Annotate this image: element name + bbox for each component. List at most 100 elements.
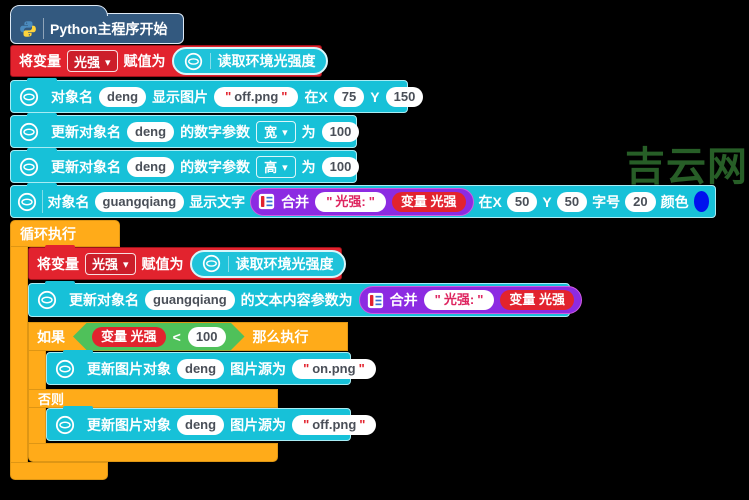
if-block-header[interactable]: 如果 变量 光强 < 100 那么执行 xyxy=(28,322,348,351)
threshold-value: 100 xyxy=(195,328,218,344)
object-name-input[interactable]: deng xyxy=(127,156,175,177)
variable-reporter[interactable]: 变量 光强 xyxy=(391,191,466,212)
object-name-value: deng xyxy=(185,360,217,376)
close-quote: " xyxy=(368,193,375,209)
forever-loop-arm xyxy=(10,247,28,462)
object-oval-icon xyxy=(184,52,203,71)
param-dropdown[interactable]: 宽 xyxy=(256,120,296,143)
y-label: Y xyxy=(370,88,380,105)
reporter-label: 读取环境光强度 xyxy=(235,255,334,272)
object-name-value: deng xyxy=(107,88,139,104)
update-object-label: 更新对象名 xyxy=(69,292,139,308)
y-input[interactable]: 50 xyxy=(556,191,588,212)
reporter-label: 读取环境光强度 xyxy=(217,53,316,69)
object-name-value: guangqiang xyxy=(102,193,177,209)
value: 100 xyxy=(329,123,352,139)
divider xyxy=(43,18,44,39)
open-quote: " xyxy=(225,88,232,104)
object-name-input[interactable]: deng xyxy=(127,121,175,142)
x-value: 75 xyxy=(341,88,357,104)
image-file-input[interactable]: "on.png" xyxy=(292,358,376,379)
set-number-param-height-block[interactable]: 更新对象名 deng 的数字参数 高 为 100 xyxy=(10,148,360,183)
open-quote: " xyxy=(303,416,310,432)
image-file-input[interactable]: "off.png" xyxy=(292,414,377,435)
variable-reporter-label: 变量 光强 xyxy=(400,193,457,209)
image-source-label: 图片源为 xyxy=(230,360,287,377)
update-image-label: 更新图片对象 xyxy=(87,360,171,377)
value-input[interactable]: 100 xyxy=(321,156,360,177)
value-input[interactable]: 100 xyxy=(321,121,360,142)
variable-dropdown[interactable]: 光强 xyxy=(67,50,118,72)
forever-loop-header[interactable]: 循环执行 xyxy=(10,220,120,247)
variable-reporter[interactable]: 变量 光强 xyxy=(500,290,574,310)
read-light-sensor-reporter[interactable]: 读取环境光强度 xyxy=(189,249,346,278)
color-swatch[interactable] xyxy=(693,191,709,212)
if-label: 如果 xyxy=(37,328,65,345)
divider xyxy=(227,255,229,272)
condition-variable-label: 变量 光强 xyxy=(101,328,157,344)
update-object-label: 更新对象名 xyxy=(51,158,121,175)
forever-loop-bottom xyxy=(10,462,108,480)
update-image-label: 更新图片对象 xyxy=(87,416,171,433)
y-input[interactable]: 150 xyxy=(385,86,424,107)
show-text-block[interactable]: 对象名 guangqiang 显示文字 合并 "光强: " 变量 光强 在X 5… xyxy=(10,183,716,218)
param-dropdown[interactable]: 高 xyxy=(256,155,296,178)
condition-variable-reporter[interactable]: 变量 光强 xyxy=(92,327,166,347)
y-value: 150 xyxy=(393,88,416,104)
object-name-input[interactable]: deng xyxy=(177,358,225,379)
update-text-content-block[interactable]: 更新对象名 guangqiang 的文本内容参数为 合并 "光强: " 变量 光… xyxy=(28,281,582,317)
less-than-operator: < xyxy=(172,328,181,345)
number-param-label: 的数字参数 xyxy=(180,158,251,175)
join-string-input[interactable]: "光强: " xyxy=(423,290,495,310)
join-string-input[interactable]: "光强: " xyxy=(315,191,386,212)
to-label: 为 xyxy=(301,158,316,175)
font-size-input[interactable]: 20 xyxy=(625,191,656,212)
join-string-value: 光强: xyxy=(335,193,366,209)
less-than-condition[interactable]: 变量 光强 < 100 xyxy=(73,323,245,351)
set-variable-prefix-label: 将变量 xyxy=(19,53,61,69)
open-quote: " xyxy=(326,193,333,209)
update-image-off-block[interactable]: 更新图片对象 deng 图片源为 "off.png" xyxy=(46,406,377,441)
object-name-label: 对象名 xyxy=(51,88,93,105)
object-name-value: deng xyxy=(185,416,217,432)
variable-dropdown[interactable]: 光强 xyxy=(85,252,136,275)
threshold-input[interactable]: 100 xyxy=(188,327,226,347)
param-value: 高 xyxy=(264,160,278,175)
object-name-input[interactable]: deng xyxy=(99,86,147,107)
image-file-value: on.png xyxy=(312,360,356,376)
close-quote: " xyxy=(281,88,288,104)
join-label: 合并 xyxy=(389,292,418,308)
object-name-label: 对象名 xyxy=(47,193,90,210)
update-image-on-block[interactable]: 更新图片对象 deng 图片源为 "on.png" xyxy=(46,350,376,385)
set-number-param-width-block[interactable]: 更新对象名 deng 的数字参数 宽 为 100 xyxy=(10,113,360,148)
show-image-block[interactable]: 对象名 deng 显示图片 "off.png" 在X 75 Y 150 xyxy=(10,78,424,113)
divider xyxy=(42,190,43,213)
set-variable-prefix-label: 将变量 xyxy=(37,255,79,272)
object-name-input[interactable]: guangqiang xyxy=(145,290,235,310)
read-light-sensor-reporter[interactable]: 读取环境光强度 xyxy=(171,47,328,75)
object-name-input[interactable]: deng xyxy=(177,414,225,435)
close-quote: " xyxy=(477,292,484,307)
join-reporter[interactable]: 合并 "光强: " 变量 光强 xyxy=(250,187,474,216)
x-input[interactable]: 50 xyxy=(506,191,538,212)
y-label: Y xyxy=(542,193,552,210)
object-oval-icon xyxy=(55,415,75,435)
document-lines-icon xyxy=(258,193,275,210)
object-oval-icon xyxy=(19,122,39,142)
close-quote: " xyxy=(358,360,365,376)
x-input[interactable]: 75 xyxy=(333,86,365,107)
image-source-label: 图片源为 xyxy=(230,416,287,433)
variable-reporter-label: 变量 光强 xyxy=(509,292,565,307)
hat-block-python-start[interactable]: Python主程序开始 xyxy=(10,5,184,44)
object-name-input[interactable]: guangqiang xyxy=(94,191,185,212)
python-icon xyxy=(19,20,37,38)
set-variable-block-loop[interactable]: 将变量 光强 赋值为 读取环境光强度 xyxy=(28,245,346,280)
chevron-down-icon xyxy=(123,256,129,271)
else-bar[interactable]: 否则 xyxy=(28,389,278,408)
object-oval-icon xyxy=(19,157,39,177)
join-reporter[interactable]: 合并 "光强: " 变量 光强 xyxy=(358,286,582,314)
set-variable-block[interactable]: 将变量 光强 赋值为 读取环境光强度 xyxy=(10,45,328,77)
image-file-input[interactable]: "off.png" xyxy=(214,86,299,107)
set-variable-suffix-label: 赋值为 xyxy=(141,255,184,272)
